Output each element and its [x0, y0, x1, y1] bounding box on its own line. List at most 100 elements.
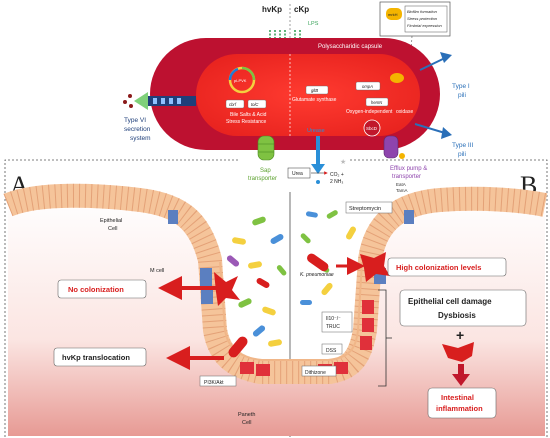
m-cell-label: M cell — [150, 268, 164, 274]
damaged-cell-2 — [362, 318, 374, 332]
type-i-line-2: pili — [458, 92, 466, 99]
svg-text:★: ★ — [340, 158, 346, 166]
pi3k-box — [199, 375, 237, 387]
streptomycin-box — [345, 201, 393, 214]
legend-line-2: Stress protection — [407, 16, 438, 21]
urea-box — [287, 167, 311, 179]
sap-line-1: Sap — [260, 168, 271, 174]
translocating-bacterium — [228, 336, 248, 358]
dithizone-label: Dithizone — [305, 370, 326, 376]
damage-line-1: Epithelial cell damage — [408, 297, 492, 306]
urease-channel — [316, 136, 320, 166]
inflammation-line-1: Intestinal — [441, 393, 474, 402]
dss-box — [321, 343, 343, 355]
efflux-line-2: transporter — [392, 174, 421, 180]
sbcd-label: SbcD — [366, 126, 378, 131]
paneth-cell-4 — [334, 362, 348, 374]
sap-line-2: transporter — [248, 176, 277, 182]
legend-line-3: Fimbrial expression — [407, 23, 442, 28]
mrkh-blob — [390, 73, 404, 83]
oxygen-label: Oxygen-independent — [346, 109, 393, 115]
efflux-pump — [383, 135, 405, 159]
damaged-cell-3 — [360, 336, 372, 350]
high-colonization-label: High colonization levels — [396, 263, 481, 272]
paneth-cell-2 — [256, 364, 270, 376]
paneth-cell-1 — [240, 362, 254, 374]
lps-label: LPS — [308, 21, 319, 27]
plus-sign: + — [456, 327, 464, 343]
tolc-gene — [247, 99, 267, 109]
type-iii-line-2: pili — [458, 151, 466, 158]
t6ss-line-3: system — [130, 135, 151, 142]
hemn-gene — [365, 97, 389, 107]
sbcd-node — [363, 119, 381, 137]
cbrf-label: cbrf — [229, 102, 237, 107]
tolc-label: tolC — [251, 102, 259, 107]
inflammation-line-2: inflammation — [436, 404, 483, 413]
sap-transporter — [257, 135, 275, 161]
bile-salts-line-1: Bile Salts & Acid — [230, 112, 267, 118]
ckp-label: cKp — [294, 5, 309, 14]
bacterium-section: hvKp cKp mrkH Biofilm formation Stress p… — [123, 1, 474, 193]
truc-box — [321, 311, 353, 333]
ompa-gene — [355, 81, 381, 91]
mrkh-legend-box: mrkH Biofilm formation Stress protection… — [379, 1, 451, 77]
urease-label: Urease — [307, 128, 325, 134]
kpneumoniae-label: K. pneumoniae — [300, 272, 334, 278]
type-i-line-1: Type I — [452, 83, 470, 90]
lumen-bacteria — [226, 210, 356, 347]
efflux-gene-1: EatA — [396, 182, 406, 187]
paneth-line-1: Paneth — [238, 412, 255, 418]
t6ss-apparatus — [123, 92, 196, 110]
efflux-line-1: Efflux pump & — [390, 166, 427, 172]
efflux-gene-2: TamA — [396, 188, 408, 193]
plasmid-plvpk: pLPVK — [228, 66, 256, 94]
truc-line-1: Il10⁻/⁻ — [326, 316, 341, 322]
nh3-label: 2 NH₃ — [330, 179, 343, 185]
glutamate-label: Glutamate synthase — [292, 97, 337, 103]
pi3k-label: PI3K/Akt — [204, 380, 224, 386]
mrkh-gene: mrkH — [388, 12, 398, 17]
hvkp-label: hvKp — [262, 5, 282, 14]
truc-line-2: TRUC — [326, 324, 340, 330]
plasmid-label: pLPVK — [234, 78, 247, 83]
dss-label: DSS — [326, 348, 337, 354]
epithelial-line-1: Epithelial — [100, 218, 122, 224]
urea-label: Urea — [292, 171, 303, 177]
cbrf-gene — [225, 99, 245, 109]
no-colonization-label: No colonization — [68, 285, 124, 294]
intestine-section: A B Epithelial Cell M cell No colonizati… — [3, 159, 548, 437]
ompa-label: ompA — [362, 84, 373, 89]
damage-line-2: Dysbiosis — [438, 311, 476, 320]
down-arrow — [458, 364, 464, 376]
blocked-bacterium — [214, 272, 240, 306]
gltb-gene — [305, 85, 329, 95]
translocation-label: hvKp translocation — [62, 353, 130, 362]
epithelial-line-2: Cell — [108, 226, 117, 232]
dithizone-box — [301, 365, 337, 377]
gltb-label: gltB — [311, 88, 318, 93]
m-cell-1 — [200, 268, 212, 286]
gut-tissue — [8, 195, 545, 436]
inflammation-bacterium — [442, 342, 474, 362]
t6ss-line-1: Type VI — [124, 117, 146, 124]
capsule-label: Polysaccharidic capsule — [318, 44, 383, 50]
co2-label: CO₂ + — [330, 172, 344, 178]
bile-salts-line-2: Stress Resistance — [226, 119, 267, 125]
m-cell-3 — [168, 210, 178, 224]
oxidase-label: oxidase — [396, 109, 413, 115]
high-colonization-box — [387, 257, 507, 277]
t6ss-line-2: secretion — [124, 126, 151, 133]
m-cell-2 — [201, 290, 213, 304]
hemn-label: hemN — [371, 100, 383, 105]
no-colonization-box — [57, 279, 147, 299]
damaged-cell-1 — [362, 300, 374, 314]
translocation-box — [53, 347, 147, 367]
legend-line-1: Biofilm formation — [407, 9, 438, 14]
inflammation-box — [427, 387, 497, 419]
paneth-line-2: Cell — [242, 420, 251, 426]
streptomycin-label: Streptomycin — [349, 206, 381, 212]
damage-box — [399, 289, 527, 327]
type-iii-line-1: Type III — [452, 142, 474, 149]
